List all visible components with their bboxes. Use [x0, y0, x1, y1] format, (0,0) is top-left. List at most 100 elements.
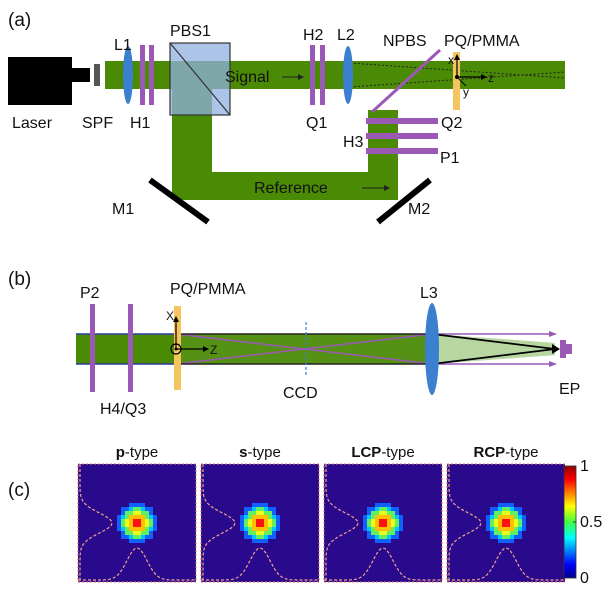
spot-pixel: [498, 531, 502, 535]
spot-pixel: [137, 511, 141, 515]
spot-pixel: [260, 523, 264, 527]
axis-z-a: z: [488, 71, 494, 85]
spot-pixel: [260, 527, 264, 531]
spot-pixel: [494, 515, 498, 519]
spot-pixel: [395, 507, 399, 511]
spot-pixel: [502, 515, 506, 519]
spot-pixel: [252, 503, 256, 507]
spot-pixel: [125, 535, 129, 539]
spot-pixel: [268, 519, 272, 523]
spot-pixel: [252, 531, 256, 535]
coord-axes-b: X Z: [166, 309, 217, 357]
spot-pixel: [260, 531, 264, 535]
npbs-mirror: [370, 48, 442, 114]
spot-pixel: [391, 507, 395, 511]
spot-pixel: [260, 503, 264, 507]
colorbar-tick-label: 0: [580, 570, 589, 587]
spot-pixel: [375, 511, 379, 515]
spot-pixel: [149, 531, 153, 535]
spot-pixel: [387, 527, 391, 531]
spot-pixel: [141, 531, 145, 535]
spot-pixel: [133, 507, 137, 511]
spot-pixel: [272, 523, 276, 527]
spot-pixel: [375, 531, 379, 535]
spot-pixel: [518, 511, 522, 515]
spot-pixel: [391, 511, 395, 515]
spot-pixel: [371, 515, 375, 519]
l1-lens: [123, 46, 133, 104]
spot-pixel: [256, 507, 260, 511]
spot-pixel: [375, 515, 379, 519]
spot-pixel: [379, 507, 383, 511]
spot-pixel: [395, 519, 399, 523]
colorbar-tick-label: 1: [580, 458, 589, 475]
h3-plate-2: [366, 133, 438, 139]
spot-pixel: [121, 519, 125, 523]
spot-pixel: [502, 527, 506, 531]
spot-pixel: [145, 507, 149, 511]
spot-pixel: [391, 535, 395, 539]
spot-pixel: [260, 515, 264, 519]
spot-pixel: [375, 523, 379, 527]
spot-pixel: [276, 523, 280, 527]
spot-pixel: [276, 519, 280, 523]
spot-pixel: [518, 535, 522, 539]
spot-pixel: [244, 527, 248, 531]
spot-pixel: [264, 515, 268, 519]
spot-pixel: [117, 515, 121, 519]
spot-pixel: [149, 507, 153, 511]
spot-pixel: [252, 527, 256, 531]
profile-tile-title: LCP-type: [351, 444, 414, 461]
spot-pixel: [387, 507, 391, 511]
spot-pixel: [149, 535, 153, 539]
spot-pixel: [486, 515, 490, 519]
spot-pixel: [494, 511, 498, 515]
spot-pixel: [514, 531, 518, 535]
spot-pixel: [272, 515, 276, 519]
spot-pixel: [510, 523, 514, 527]
spf-filter: [94, 64, 100, 86]
spot-pixel: [498, 527, 502, 531]
spot-pixel: [256, 539, 260, 543]
spot-pixel: [518, 527, 522, 531]
reference-label: Reference: [254, 180, 328, 197]
spot-pixel: [383, 515, 387, 519]
npbs-label: NPBS: [383, 33, 427, 50]
spot-pixel: [387, 519, 391, 523]
profile-tile-border: [323, 463, 443, 583]
spot-pixel: [244, 523, 248, 527]
spot-pixel: [502, 507, 506, 511]
spot-pixel: [387, 531, 391, 535]
spot-pixel: [260, 539, 264, 543]
spot-pixel: [395, 523, 399, 527]
spot-pixel: [363, 527, 367, 531]
spot-pixel: [510, 503, 514, 507]
sample-plate-b: [174, 306, 181, 390]
spot-pixel: [490, 515, 494, 519]
panel-a: (a) Laser SPF L1 H1 PBS1 Signal: [8, 10, 566, 225]
spot-pixel: [141, 539, 145, 543]
l2-label: L2: [337, 27, 355, 44]
colorbar-tick-label: 0.5: [580, 514, 602, 531]
spot-pixel: [498, 539, 502, 543]
spot-pixel: [395, 511, 399, 515]
h1-plate-2: [149, 45, 154, 105]
spot-pixel: [494, 519, 498, 523]
spot-pixel: [379, 511, 383, 515]
p2-plate: [90, 304, 95, 392]
spot-pixel: [121, 507, 125, 511]
spot-pixel: [375, 519, 379, 523]
spot-pixel: [514, 523, 518, 527]
spot-pixel: [264, 531, 268, 535]
spf-label: SPF: [82, 115, 113, 132]
spot-pixel: [387, 515, 391, 519]
spot-pixel: [268, 515, 272, 519]
spot-pixel: [514, 535, 518, 539]
spot-pixel: [506, 503, 510, 507]
spot-pixel: [145, 519, 149, 523]
profile-tile: p-type: [77, 444, 197, 583]
spot-pixel: [260, 507, 264, 511]
spot-pixel: [125, 527, 129, 531]
spot-pixel: [256, 511, 260, 515]
spot-pixel: [494, 527, 498, 531]
